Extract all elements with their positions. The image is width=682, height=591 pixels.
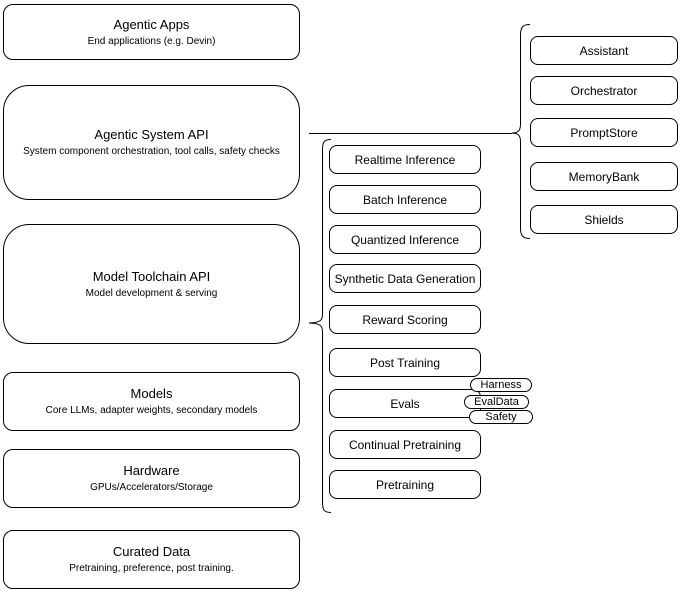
- layer-model-toolchain-api: Model Toolchain API Model development & …: [3, 224, 300, 344]
- node-quantized-inference: Quantized Inference: [329, 225, 481, 254]
- node-assistant: Assistant: [530, 36, 678, 65]
- node-orchestrator: Orchestrator: [530, 76, 678, 105]
- node-pretraining: Pretraining: [329, 470, 481, 499]
- layer-curated-data: Curated Data Pretraining, preference, po…: [3, 530, 300, 589]
- layer-hardware: Hardware GPUs/Accelerators/Storage: [3, 449, 300, 508]
- node-reward-scoring: Reward Scoring: [329, 305, 481, 334]
- layer-models: Models Core LLMs, adapter weights, secon…: [3, 372, 300, 431]
- node-memorybank: MemoryBank: [530, 162, 678, 191]
- layer-subtitle: Pretraining, preference, post training.: [69, 563, 234, 574]
- node-continual-pretraining: Continual Pretraining: [329, 430, 481, 459]
- node-realtime-inference: Realtime Inference: [329, 145, 481, 174]
- layer-agentic-apps: Agentic Apps End applications (e.g. Devi…: [3, 4, 300, 60]
- layer-title: Curated Data: [112, 544, 191, 559]
- node-synthetic-data-generation: Synthetic Data Generation: [329, 264, 481, 293]
- layer-subtitle: End applications (e.g. Devin): [87, 35, 216, 47]
- layer-subtitle: Core LLMs, adapter weights, secondary mo…: [45, 405, 258, 416]
- node-evals: Evals: [329, 389, 481, 418]
- node-promptstore: PromptStore: [530, 118, 678, 147]
- layer-title: Agentic System API: [94, 127, 209, 142]
- tag-evaldata: EvalData: [464, 395, 529, 409]
- layer-title: Models: [130, 386, 173, 401]
- node-post-training: Post Training: [329, 348, 481, 377]
- layer-title: Model Toolchain API: [92, 268, 211, 284]
- toolchain-components-brace: [308, 139, 332, 513]
- node-batch-inference: Batch Inference: [329, 185, 481, 214]
- layer-subtitle: System component orchestration, tool cal…: [23, 146, 280, 157]
- tag-harness: Harness: [470, 378, 532, 392]
- layer-title: Agentic Apps: [113, 16, 190, 32]
- system-components-brace: [511, 24, 531, 239]
- layer-agentic-system-api: Agentic System API System component orch…: [3, 85, 300, 200]
- layer-subtitle: GPUs/Accelerators/Storage: [90, 482, 213, 493]
- tag-safety: Safety: [469, 410, 533, 424]
- node-shields: Shields: [530, 205, 678, 234]
- layer-subtitle: Model development & serving: [85, 287, 218, 299]
- layer-title: Hardware: [123, 463, 180, 478]
